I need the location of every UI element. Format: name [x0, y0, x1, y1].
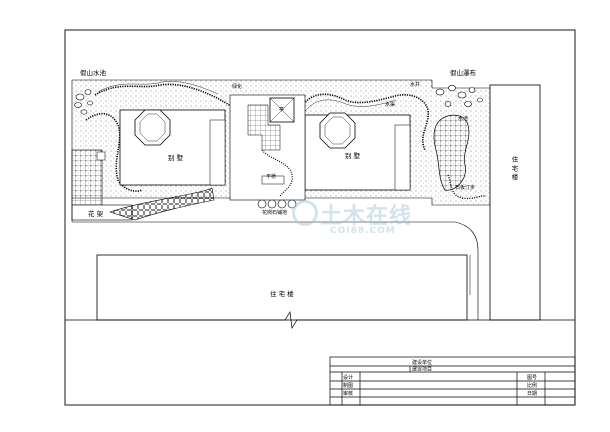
tb-design-unit: 建设单位: [412, 359, 432, 366]
rockery-cluster-right: [435, 84, 483, 107]
label-rockery-pond: 假山水池: [80, 68, 107, 77]
rockery-cluster-left: [74, 89, 93, 115]
label-water-well: 水井: [410, 81, 420, 88]
tb-design: 设计: [343, 374, 353, 381]
label-stone-step: 石板汀步: [455, 184, 475, 191]
residential-building-bottom: [96, 254, 468, 321]
grid-walkway: [247, 104, 281, 151]
label-flower-rack: 花 架: [88, 209, 104, 218]
label-pool: 水渠: [385, 101, 395, 108]
break-line: [65, 310, 575, 330]
villa-left-octagon: [134, 109, 171, 146]
drawing-frame: [64, 29, 576, 406]
title-block: [329, 356, 576, 406]
road-edge: [71, 198, 479, 320]
tb-scale: 比例: [527, 382, 537, 389]
villa-right-octagon: [319, 112, 356, 149]
water-pool-right: [433, 114, 470, 191]
label-villa-right: 别 墅: [345, 151, 361, 160]
label-rockery-waterfall: 假山瀑布: [450, 68, 477, 77]
label-greening: 绿化: [232, 83, 242, 90]
label-water-pool: 水池: [458, 115, 468, 122]
paving-circles: [257, 199, 297, 209]
label-villa-left: 别 墅: [168, 153, 184, 162]
tb-project: 建设项目: [412, 366, 432, 373]
label-residential-right: 住 宅 楼: [510, 155, 518, 181]
residential-building-right: [489, 84, 541, 321]
label-pavilion: 亭: [279, 106, 284, 113]
winding-path-right: [299, 93, 429, 151]
label-residential-bottom: 住 宅 楼: [270, 289, 294, 298]
tb-drawing: 制图: [343, 382, 353, 389]
tb-drawing-no: 图号: [527, 375, 537, 381]
flat-bridge: [261, 175, 285, 185]
label-flat-bridge: 平桥: [266, 173, 276, 180]
stone-paving-band: [109, 187, 215, 221]
tb-review: 审核: [343, 390, 353, 397]
label-flower-stone-paving: 花岗石铺地: [262, 209, 287, 216]
tb-date: 日期: [527, 391, 537, 397]
